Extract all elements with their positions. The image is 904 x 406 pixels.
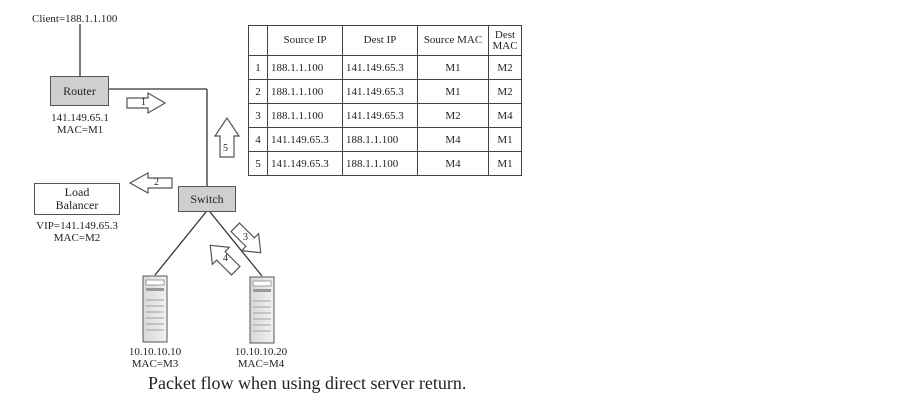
- table-cell: 188.1.1.100: [267, 79, 343, 104]
- router-mac: MAC=M1: [56, 124, 104, 136]
- arrow-5-icon: [213, 116, 241, 158]
- switch-node: Switch: [178, 186, 236, 212]
- server-2-mac: MAC=M4: [237, 358, 285, 370]
- arrow-2-icon: [128, 171, 173, 195]
- table-cell: M4: [488, 103, 522, 128]
- table-row: 5 141.149.65.3 188.1.1.100 M4 M1: [248, 151, 522, 176]
- table-row: 1 188.1.1.100 141.149.65.3 M1 M2: [248, 55, 522, 80]
- table-row: 4 141.149.65.3 188.1.1.100 M4 M1: [248, 127, 522, 152]
- arrow-3-label: 3: [243, 232, 248, 243]
- table-cell: 141.149.65.3: [267, 127, 343, 152]
- table-cell: M1: [488, 127, 522, 152]
- load-balancer-mac: MAC=M2: [53, 232, 101, 244]
- server-2-ip: 10.10.10.20: [234, 346, 288, 358]
- load-balancer-label-line2: Balancer: [55, 198, 99, 212]
- table-cell: 141.149.65.3: [342, 103, 418, 128]
- table-cell: M1: [417, 79, 489, 104]
- table-header-cell: [248, 25, 268, 56]
- table-row: 2 188.1.1.100 141.149.65.3 M1 M2: [248, 79, 522, 104]
- table-cell: 188.1.1.100: [267, 55, 343, 80]
- table-cell: 1: [248, 55, 268, 80]
- server-2-icon: [249, 276, 275, 344]
- table-cell: M1: [488, 151, 522, 176]
- table-cell: M4: [417, 151, 489, 176]
- router-ip: 141.149.65.1: [51, 112, 109, 124]
- arrow-3-icon: [230, 222, 262, 254]
- table-header-cell: Dest MAC: [488, 25, 522, 56]
- table-header-cell: Source IP: [267, 25, 343, 56]
- arrow-5-label: 5: [223, 143, 228, 154]
- server-1-ip: 10.10.10.10: [128, 346, 182, 358]
- table-row: 3 188.1.1.100 141.149.65.3 M2 M4: [248, 103, 522, 128]
- switch-server2-link: [209, 211, 263, 277]
- table-cell: 4: [248, 127, 268, 152]
- arrow-1-label: 1: [141, 97, 146, 108]
- table-cell: M2: [488, 55, 522, 80]
- router-node: Router: [50, 76, 109, 106]
- table-header-cell: Dest IP: [342, 25, 418, 56]
- switch-label: Switch: [190, 191, 224, 206]
- table-cell: 3: [248, 103, 268, 128]
- table-cell: 188.1.1.100: [267, 103, 343, 128]
- table-header-row: Source IP Dest IP Source MAC Dest MAC: [248, 25, 522, 56]
- arrow-2-label: 2: [154, 177, 159, 188]
- arrow-4-icon: [209, 244, 241, 276]
- table-header-cell: Source MAC: [417, 25, 489, 56]
- table-cell: 2: [248, 79, 268, 104]
- server-1-mac: MAC=M3: [131, 358, 179, 370]
- load-balancer-vip: VIP=141.149.65.3: [36, 220, 118, 232]
- table-cell: M4: [417, 127, 489, 152]
- table-cell: 141.149.65.3: [267, 151, 343, 176]
- table-cell: 141.149.65.3: [342, 79, 418, 104]
- table-cell: M2: [488, 79, 522, 104]
- table-cell: 5: [248, 151, 268, 176]
- table-cell: 188.1.1.100: [342, 127, 418, 152]
- switch-server1-link: [154, 211, 207, 276]
- table-cell: 188.1.1.100: [342, 151, 418, 176]
- load-balancer-node: Load Balancer: [34, 183, 120, 215]
- packet-flow-table: Source IP Dest IP Source MAC Dest MAC 1 …: [248, 25, 522, 176]
- client-label: Client=188.1.1.100: [32, 13, 118, 25]
- table-cell: M1: [417, 55, 489, 80]
- table-cell: M2: [417, 103, 489, 128]
- arrow-1-icon: [126, 91, 167, 115]
- figure-caption: Packet flow when using direct server ret…: [148, 373, 467, 393]
- router-label: Router: [63, 83, 96, 98]
- load-balancer-label-line1: Load: [64, 185, 90, 199]
- server-1-icon: [142, 275, 168, 343]
- arrow-4-label: 4: [223, 253, 228, 264]
- table-cell: 141.149.65.3: [342, 55, 418, 80]
